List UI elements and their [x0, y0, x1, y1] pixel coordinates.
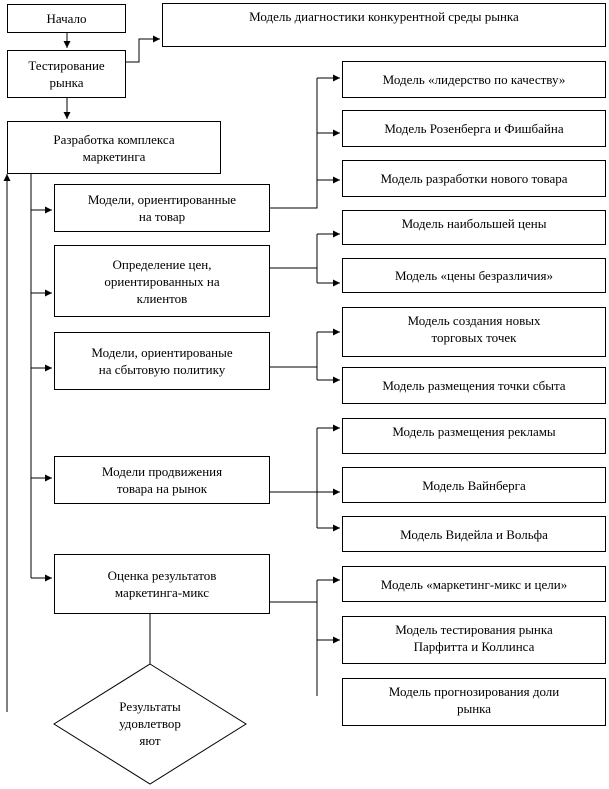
model-parfitt-collins-box: Модель тестирования рынка Парфитта и Кол… [342, 616, 606, 664]
model-share-forecast-box: Модель прогнозирования доли рынка [342, 678, 606, 726]
model-highest-price-box: Модель наибольшей цены [342, 210, 606, 245]
complex-box: Разработка комплекса маркетинга [7, 121, 221, 174]
model-new-outlets-label: Модель создания новых торговых точек [407, 313, 541, 345]
model-parfitt-collins-label: Модель тестирования рынка Парфитта и Кол… [395, 622, 553, 654]
model-quality-box: Модель «лидерство по качеству» [342, 61, 606, 98]
start-box: Начало [7, 4, 126, 33]
model-share-forecast-label: Модель прогнозирования доли рынка [388, 684, 560, 716]
model-weinberg-box: Модель Вайнберга [342, 467, 606, 503]
promotion-models-label: Модели продвижения товара на рынок [101, 464, 223, 496]
testing-label: Тестирование рынка [28, 58, 105, 90]
model-new-outlets-box: Модель создания новых торговых точек [342, 307, 606, 357]
product-models-label: Модели, ориентированные на товар [87, 192, 237, 224]
model-highest-price-label: Модель наибольшей цены [401, 216, 547, 231]
model-indifference-label: Модель «цены безразличия» [395, 268, 553, 283]
model-vidale-wolfe-box: Модель Видейла и Вольфа [342, 516, 606, 552]
model-new-product-label: Модель разработки нового товара [380, 171, 568, 186]
distribution-models-label: Модели, ориентированые на сбытовую полит… [91, 345, 233, 377]
price-models-box: Определение цен, ориентированных на клие… [54, 245, 270, 317]
model-weinberg-label: Модель Вайнберга [422, 477, 526, 493]
diagnostics-label: Модель диагностики конкурентной среды ры… [249, 9, 519, 24]
price-models-label: Определение цен, ориентированных на клие… [104, 256, 220, 306]
promotion-models-box: Модели продвижения товара на рынок [54, 456, 270, 504]
model-mix-goals-box: Модель «маркетинг-микс и цели» [342, 566, 606, 602]
model-outlet-location-box: Модель размещения точки сбыта [342, 367, 606, 404]
complex-label: Разработка комплекса маркетинга [53, 131, 175, 164]
decision-label: Результаты удовлетвор яют [119, 699, 181, 748]
diagnostics-box: Модель диагностики конкурентной среды ры… [162, 3, 606, 47]
product-bus [270, 78, 318, 209]
model-ad-placement-label: Модель размещения рекламы [392, 424, 556, 439]
distribution-models-box: Модели, ориентированые на сбытовую полит… [54, 332, 270, 390]
model-ad-placement-box: Модель размещения рекламы [342, 418, 606, 454]
evaluation-box: Оценка результатов маркетинга-микс [54, 554, 270, 614]
model-rosenberg-label: Модель Розенберга и Фишбайна [384, 121, 564, 136]
arrow-testing-diagnostics [125, 35, 160, 63]
model-new-product-box: Модель разработки нового товара [342, 160, 606, 197]
evaluation-label: Оценка результатов маркетинга-микс [107, 568, 217, 600]
model-indifference-box: Модель «цены безразличия» [342, 258, 606, 293]
start-label: Начало [46, 11, 87, 26]
model-quality-label: Модель «лидерство по качеству» [382, 72, 566, 87]
decision-diamond [53, 663, 247, 785]
model-rosenberg-box: Модель Розенберга и Фишбайна [342, 110, 606, 147]
testing-box: Тестирование рынка [7, 50, 126, 98]
model-outlet-location-label: Модель размещения точки сбыта [382, 378, 566, 393]
model-mix-goals-label: Модель «маркетинг-микс и цели» [380, 576, 568, 592]
model-vidale-wolfe-label: Модель Видейла и Вольфа [400, 526, 548, 542]
product-models-box: Модели, ориентированные на товар [54, 184, 270, 232]
